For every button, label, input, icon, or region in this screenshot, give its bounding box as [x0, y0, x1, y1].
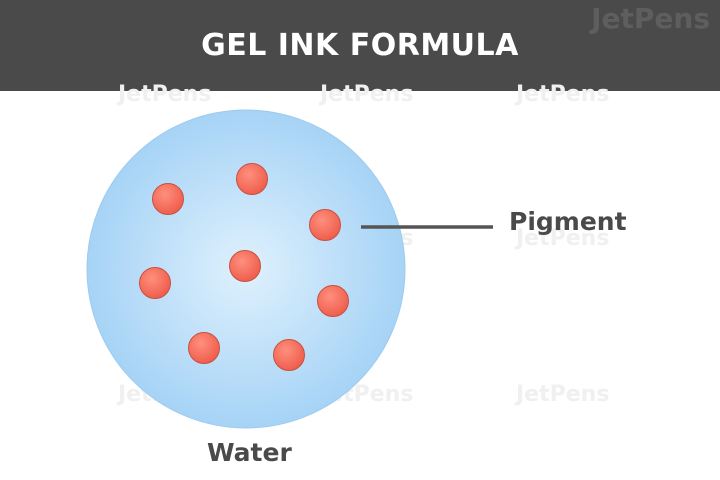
pigment-particle	[273, 339, 305, 371]
watermark-text: JetPens	[516, 382, 610, 407]
brand-watermark: JetPens	[591, 2, 710, 35]
header-bar: GEL INK FORMULA JetPens	[0, 0, 720, 91]
pigment-particle	[236, 163, 268, 195]
watermark-text: JetPens	[320, 82, 414, 107]
pigment-particle	[317, 285, 349, 317]
page-title: GEL INK FORMULA	[201, 28, 519, 63]
pigment-particle	[309, 209, 341, 241]
pigment-particle	[139, 267, 171, 299]
pigment-particle	[229, 250, 261, 282]
watermark-text: JetPens	[516, 82, 610, 107]
watermark-text: JetPens	[516, 226, 610, 251]
pigment-particle	[152, 183, 184, 215]
pigment-label: Pigment	[509, 207, 627, 236]
watermark-text: JetPens	[118, 82, 212, 107]
water-label: Water	[207, 438, 292, 467]
pigment-particle	[188, 332, 220, 364]
